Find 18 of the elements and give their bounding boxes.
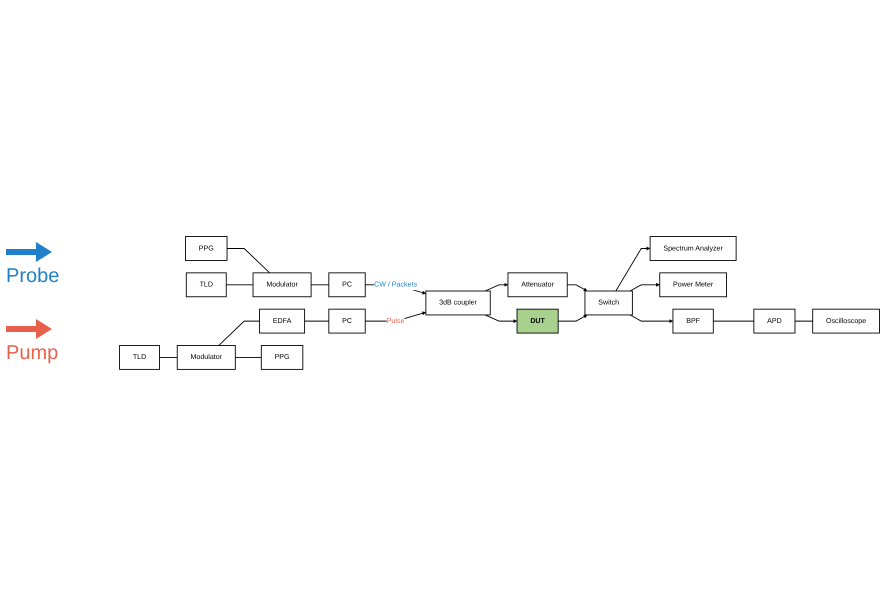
connector [218, 320, 260, 346]
arrow [615, 246, 650, 291]
connector [304, 320, 330, 322]
arrow [630, 314, 674, 323]
signal-label: Probe [6, 264, 60, 288]
arrow [566, 284, 588, 291]
connector [226, 284, 254, 285]
arrow [558, 314, 588, 322]
arrow [484, 282, 508, 291]
arrow [630, 282, 660, 291]
connector [712, 320, 754, 322]
signal-label: Pump [6, 342, 58, 364]
connector [234, 356, 262, 358]
arrow [484, 314, 518, 323]
connector [159, 356, 178, 358]
connector [794, 320, 814, 322]
connector [310, 284, 330, 285]
connector [226, 248, 270, 273]
